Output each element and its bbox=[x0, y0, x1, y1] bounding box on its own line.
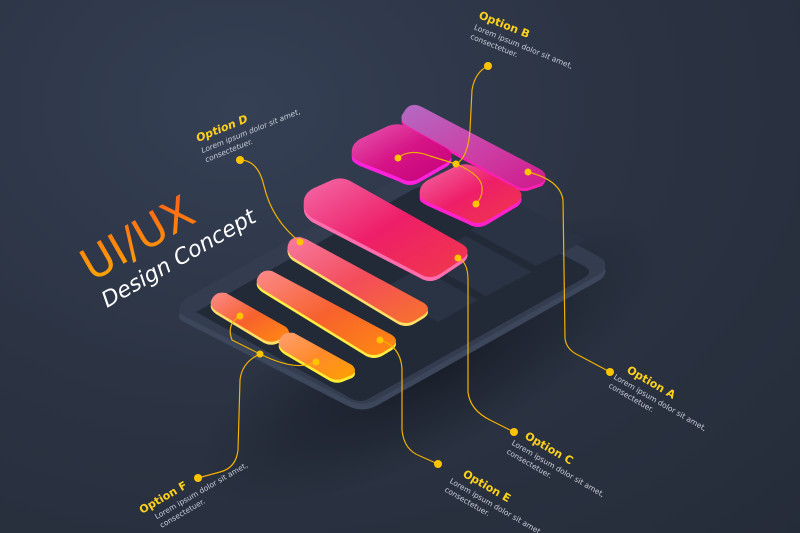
dot-icon bbox=[510, 428, 518, 436]
connector-option-e bbox=[379, 339, 439, 465]
card-option-d-top bbox=[351, 124, 452, 185]
dot-icon bbox=[194, 474, 202, 482]
connector-lines bbox=[197, 65, 611, 479]
dot-icon bbox=[312, 358, 320, 366]
callout-option-a: Option A Lorem ipsum dolor sit amet, con… bbox=[607, 363, 708, 433]
card-option-e bbox=[256, 270, 396, 358]
dot-icon bbox=[394, 154, 402, 162]
connector-dots bbox=[194, 62, 614, 482]
dot-icon bbox=[376, 336, 384, 344]
callout-option-d: Option D Lorem ipsum dolor sit amet, con… bbox=[194, 107, 301, 164]
dot-icon bbox=[472, 200, 480, 208]
dot-icon bbox=[606, 368, 614, 376]
card-option-f-left bbox=[210, 292, 289, 345]
dot-icon bbox=[484, 62, 492, 70]
dot-icon bbox=[524, 168, 532, 176]
card-option-b-lower bbox=[419, 164, 522, 227]
screen-tile bbox=[470, 204, 586, 266]
card-option-b bbox=[401, 104, 546, 192]
card-option-d-bar bbox=[287, 237, 428, 326]
connector-option-b-branch bbox=[397, 151, 483, 205]
dot-icon bbox=[256, 350, 264, 358]
dot-icon bbox=[452, 160, 460, 168]
connector-option-f-branch bbox=[229, 315, 317, 367]
card-option-c bbox=[303, 178, 468, 281]
dot-icon bbox=[454, 254, 462, 262]
connector-option-d bbox=[239, 159, 301, 243]
dot-icon bbox=[236, 312, 244, 320]
dot-icon bbox=[296, 238, 304, 246]
screen-tile bbox=[380, 268, 478, 322]
callout-option-e: Option E Lorem ipsum dolor sit amet, con… bbox=[443, 467, 544, 533]
connector-option-c bbox=[457, 257, 515, 433]
connector-option-b bbox=[455, 65, 489, 165]
dot-icon bbox=[434, 460, 442, 468]
callout-option-c: Option C Lorem ipsum dolor sit amet, con… bbox=[505, 429, 606, 499]
connector-option-f bbox=[197, 353, 261, 479]
dot-icon bbox=[236, 156, 244, 164]
connector-option-a bbox=[527, 171, 611, 373]
